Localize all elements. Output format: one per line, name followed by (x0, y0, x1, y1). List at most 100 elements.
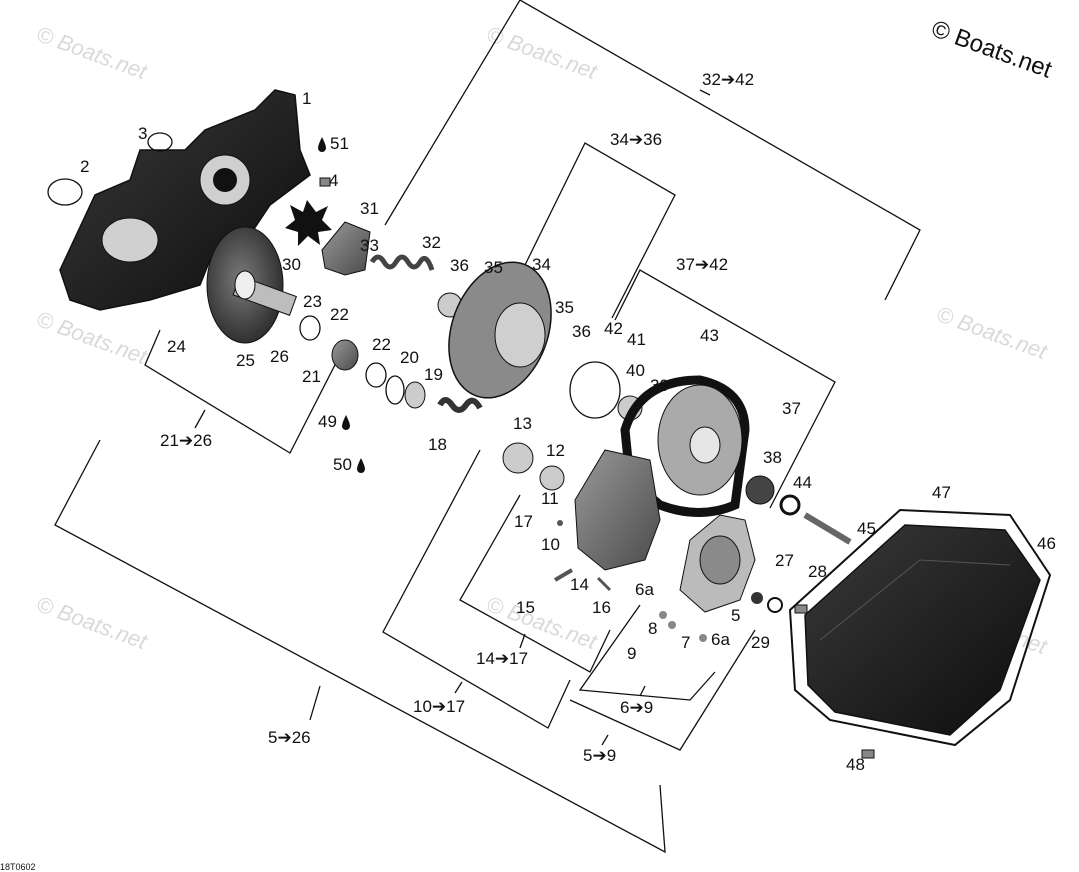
oil-drop-icon (342, 415, 350, 430)
o-ring-part-3 (147, 132, 173, 152)
callout-9: 9 (627, 644, 636, 663)
slider-part-8 (659, 611, 667, 619)
callout-11: 11 (541, 489, 559, 508)
group-label-10-17: 10➔17 (413, 697, 465, 716)
callout-17: 17 (514, 512, 533, 531)
callout-7: 7 (681, 633, 690, 652)
callout-36-b: 36 (572, 322, 591, 341)
nut-part-5 (751, 592, 763, 604)
callout-24: 24 (167, 337, 186, 356)
callout-34: 34 (532, 255, 551, 274)
screw-part-17 (557, 520, 563, 526)
bushing-part-12 (539, 465, 565, 491)
cam-housing-part-10 (574, 449, 661, 571)
callout-15: 15 (516, 598, 535, 617)
callout-2: 2 (80, 157, 89, 176)
bushing-part-19 (404, 381, 426, 409)
oil-drop-icon (357, 458, 365, 473)
group-label-5-9: 5➔9 (583, 746, 616, 765)
slider-part-7 (699, 634, 707, 642)
callout-31: 31 (360, 199, 379, 218)
callout-46: 46 (1037, 534, 1056, 553)
callout-12: 12 (546, 441, 565, 460)
callout-25: 25 (236, 351, 255, 370)
washer-part-22 (365, 362, 387, 388)
group-label-6-9: 6➔9 (620, 698, 653, 717)
washer-part-27 (767, 597, 783, 613)
callout-20: 20 (400, 348, 419, 367)
callout-36-a: 36 (450, 256, 469, 275)
callout-32: 32 (422, 233, 441, 252)
spring-part-18 (437, 397, 483, 413)
callout-29: 29 (751, 633, 770, 652)
oil-drop-icons (318, 137, 365, 473)
group-label-37-42: 37➔42 (676, 255, 728, 274)
sheave-part-34 (448, 261, 552, 399)
oil-drop-icon (318, 137, 326, 152)
group-labels: 32➔42 34➔36 37➔42 21➔26 14➔17 10➔17 6➔9 … (160, 70, 754, 765)
watermark-5: © Boats.net (33, 591, 151, 654)
callout-14: 14 (570, 575, 589, 594)
outer-cover-part-46 (788, 508, 1052, 747)
bolt-part-45 (803, 512, 852, 545)
callout-48: 48 (846, 755, 865, 774)
callout-33: 33 (360, 236, 379, 255)
pin-part-16 (596, 576, 612, 592)
callout-8: 8 (648, 619, 657, 638)
callout-10: 10 (541, 535, 560, 554)
callout-22-b: 22 (372, 335, 391, 354)
bracket-lines (54, 0, 921, 854)
group-label-34-36: 34➔36 (610, 130, 662, 149)
watermark-4: © Boats.net (933, 301, 1051, 364)
callout-22-a: 22 (330, 305, 349, 324)
drawing-code: 18T0602 (0, 862, 36, 872)
callout-16: 16 (592, 598, 611, 617)
group-label-14-17: 14➔17 (476, 649, 528, 668)
callout-5: 5 (731, 606, 740, 625)
callout-labels: 1 2 3 4 51 31 30 33 32 36 35 34 23 22 24… (80, 89, 1056, 774)
group-label-5-26: 5➔26 (268, 728, 311, 747)
callout-42: 42 (604, 319, 623, 338)
bushing-part-21 (331, 339, 359, 371)
star-part-30 (285, 200, 332, 246)
group-label-32-42: 32➔42 (702, 70, 754, 89)
gasket-part-47 (788, 508, 1052, 747)
callout-30: 30 (282, 255, 301, 274)
callout-28: 28 (808, 562, 827, 581)
callout-47: 47 (932, 483, 951, 502)
callout-21: 21 (302, 367, 321, 386)
callout-39: 39 (650, 376, 669, 395)
cam-ring-part-41 (569, 361, 621, 419)
bolt-part-28 (794, 604, 808, 614)
callout-41: 41 (627, 330, 646, 349)
inner-cover-part (59, 89, 311, 311)
slider-part-9 (668, 621, 676, 629)
bolt-part-4 (319, 177, 331, 187)
copyright-label: © Boats.net (928, 15, 1056, 83)
callout-13: 13 (513, 414, 532, 433)
bushing-part-13 (502, 442, 534, 474)
callout-19: 19 (424, 365, 443, 384)
callout-37: 37 (782, 399, 801, 418)
callout-35-a: 35 (484, 258, 503, 277)
washer-part-44 (779, 494, 801, 516)
o-ring-part-20 (385, 375, 405, 405)
driven-pulley-part-37 (620, 375, 750, 517)
callout-38: 38 (763, 448, 782, 467)
o-ring-part-2 (47, 178, 83, 206)
fixed-sheave-part-6 (679, 514, 756, 613)
callout-51: 51 (330, 134, 349, 153)
hub-part-31 (321, 221, 371, 276)
callout-27: 27 (775, 551, 794, 570)
callout-4: 4 (329, 171, 338, 190)
callout-43: 43 (700, 326, 719, 345)
spring-part-33 (369, 254, 435, 271)
group-label-21-26: 21➔26 (160, 431, 212, 450)
callout-26: 26 (270, 347, 289, 366)
callout-44: 44 (793, 473, 812, 492)
callout-49: 49 (318, 412, 337, 431)
watermark-3: © Boats.net (33, 306, 151, 369)
watermark-1: © Boats.net (33, 21, 151, 84)
callout-45: 45 (857, 519, 876, 538)
